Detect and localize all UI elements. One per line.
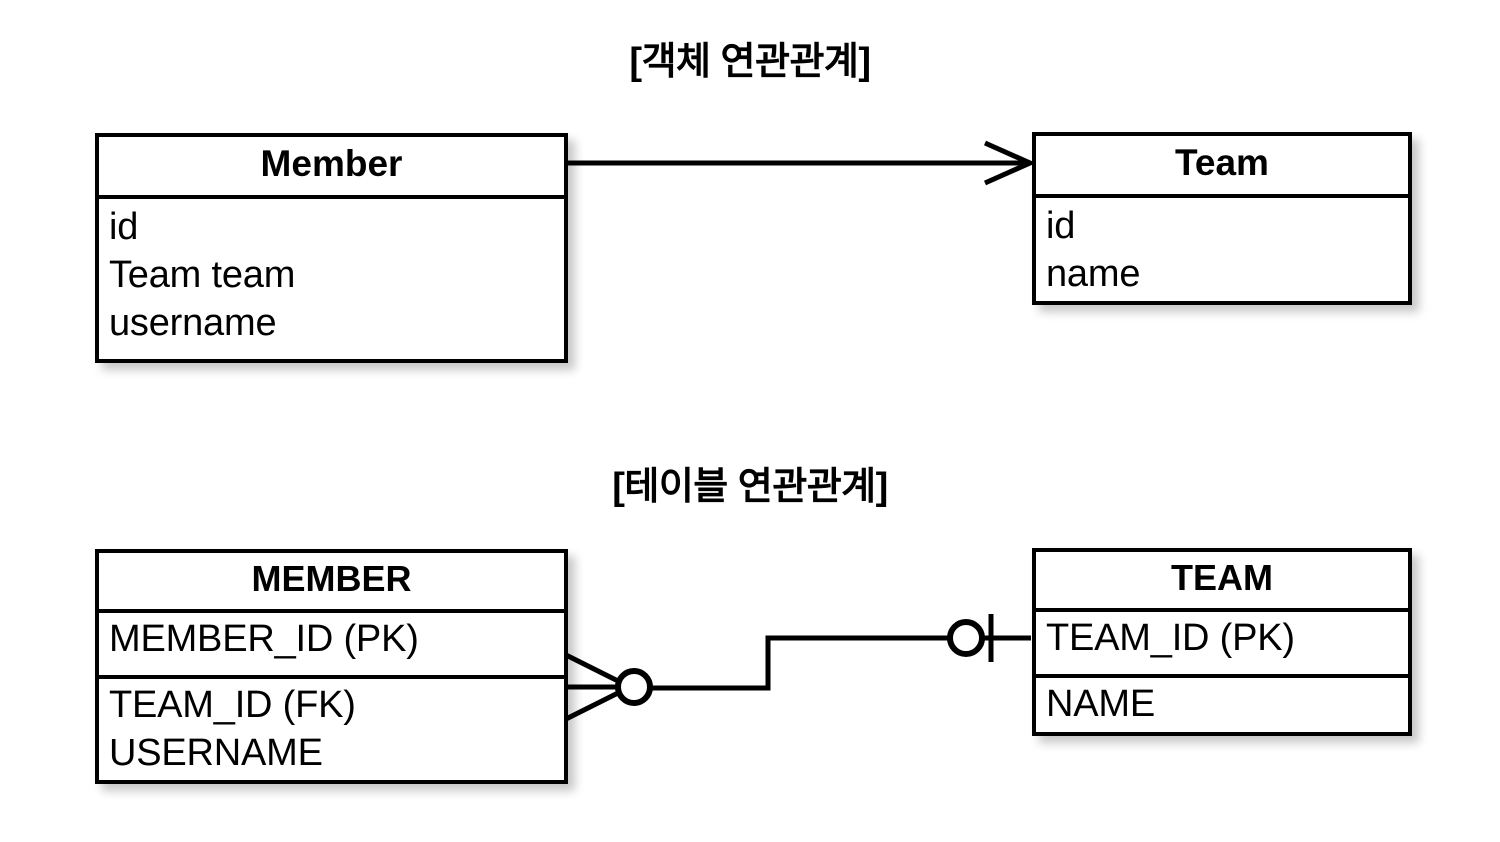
crows-foot-many-icon (564, 652, 632, 722)
table-key-section-member: MEMBER_ID (PK) (99, 613, 564, 679)
table-header-member: MEMBER (99, 553, 564, 613)
relationship-line (650, 635, 950, 691)
entity-attribute-list-member: id Team team username (99, 199, 564, 347)
entity-box-team[interactable]: Team id name (1032, 132, 1412, 305)
object-association-title: [객체 연관관계] (629, 41, 871, 83)
table-box-member[interactable]: MEMBER MEMBER_ID (PK) TEAM_ID (FK) USERN… (95, 549, 568, 784)
entity-attribute: name (1046, 253, 1141, 295)
table-key-section-team: TEAM_ID (PK) (1036, 612, 1408, 678)
table-header-team: TEAM (1036, 552, 1408, 612)
entity-header-member: Member (99, 137, 564, 199)
zero-optionality-circle-icon (947, 619, 985, 657)
entity-attribute: Team team (109, 254, 296, 296)
table-column: TEAM_ID (FK) (109, 684, 356, 726)
table-column: MEMBER_ID (PK) (109, 618, 419, 660)
entity-box-member[interactable]: Member id Team team username (95, 133, 568, 363)
entity-attribute-list-team: id name (1036, 198, 1408, 298)
one-cardinality-tick-icon (982, 614, 1031, 662)
zero-optionality-circle-icon (615, 668, 653, 706)
entity-attribute: id (109, 206, 139, 248)
table-column: NAME (1046, 683, 1155, 725)
entity-attribute: username (109, 302, 277, 344)
table-column: USERNAME (109, 732, 323, 774)
open-arrowhead-icon (983, 140, 1037, 186)
table-column-section-member: TEAM_ID (FK) USERNAME (99, 679, 564, 777)
table-box-team[interactable]: TEAM TEAM_ID (PK) NAME (1032, 548, 1412, 736)
table-column: TEAM_ID (PK) (1046, 617, 1295, 659)
table-column-section-team: NAME (1036, 678, 1408, 728)
table-association-title: [테이블 연관관계] (612, 466, 888, 508)
entity-attribute: id (1046, 205, 1076, 247)
entity-header-team: Team (1036, 136, 1408, 198)
